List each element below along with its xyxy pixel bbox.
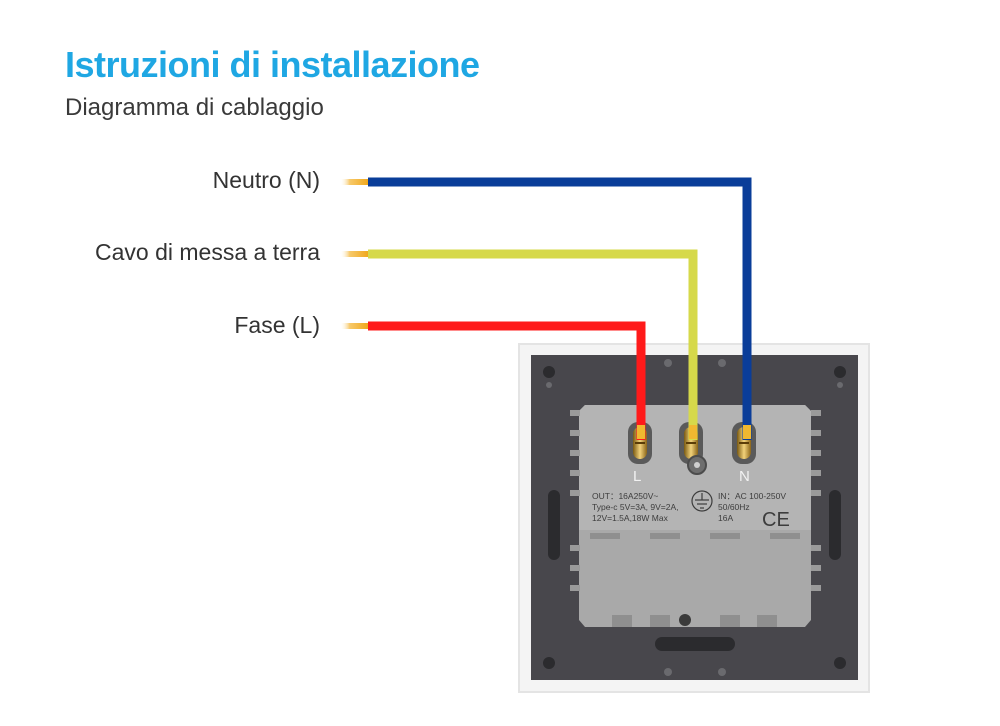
phase-wire-tip (340, 323, 368, 329)
ground-core-icon (689, 425, 697, 439)
neutral-core-icon (743, 425, 751, 439)
page-title: Istruzioni di installazione (65, 44, 480, 85)
neutral-wire (340, 177, 752, 440)
clip-hole-icon (543, 366, 555, 378)
ground-wire-tip (340, 251, 368, 257)
left-screw-slot (548, 490, 560, 560)
usb-power-rating: 12V=1.5A,18W Max (592, 513, 669, 523)
phase-wire (340, 321, 646, 440)
fixing-screw-icon (679, 614, 691, 626)
output-rating: OUT：16A250V~ (592, 491, 658, 501)
neutral-wire-tip (340, 179, 368, 185)
clip-hole-icon (834, 366, 846, 378)
phase-wire-label: Fase (L) (234, 312, 320, 338)
phase-core-icon (637, 425, 645, 439)
neutral-wire-label: Neutro (N) (212, 167, 320, 193)
earth-symbol-icon (691, 490, 713, 512)
bottom-screw-slot (655, 637, 735, 651)
input-rating: IN：AC 100-250V (718, 491, 786, 501)
ce-mark: CE (762, 509, 790, 531)
current-rating: 16A (718, 513, 733, 523)
clip-hole-icon (543, 657, 555, 669)
right-screw-slot (829, 490, 841, 560)
terminal-l-letter: L (633, 468, 641, 485)
ground-wire (340, 249, 698, 440)
ground-wire-label: Cavo di messa a terra (95, 239, 320, 265)
page-subtitle: Diagramma di cablaggio (65, 94, 324, 121)
socket-back-plate: L N OUT：16A250V~ Type-c 5V=3A, 9V=2A, 12… (518, 343, 870, 693)
frequency-rating: 50/60Hz (718, 502, 750, 512)
typec-rating: Type-c 5V=3A, 9V=2A, (592, 502, 678, 512)
terminal-n-letter: N (739, 468, 750, 485)
clip-hole-icon (834, 657, 846, 669)
